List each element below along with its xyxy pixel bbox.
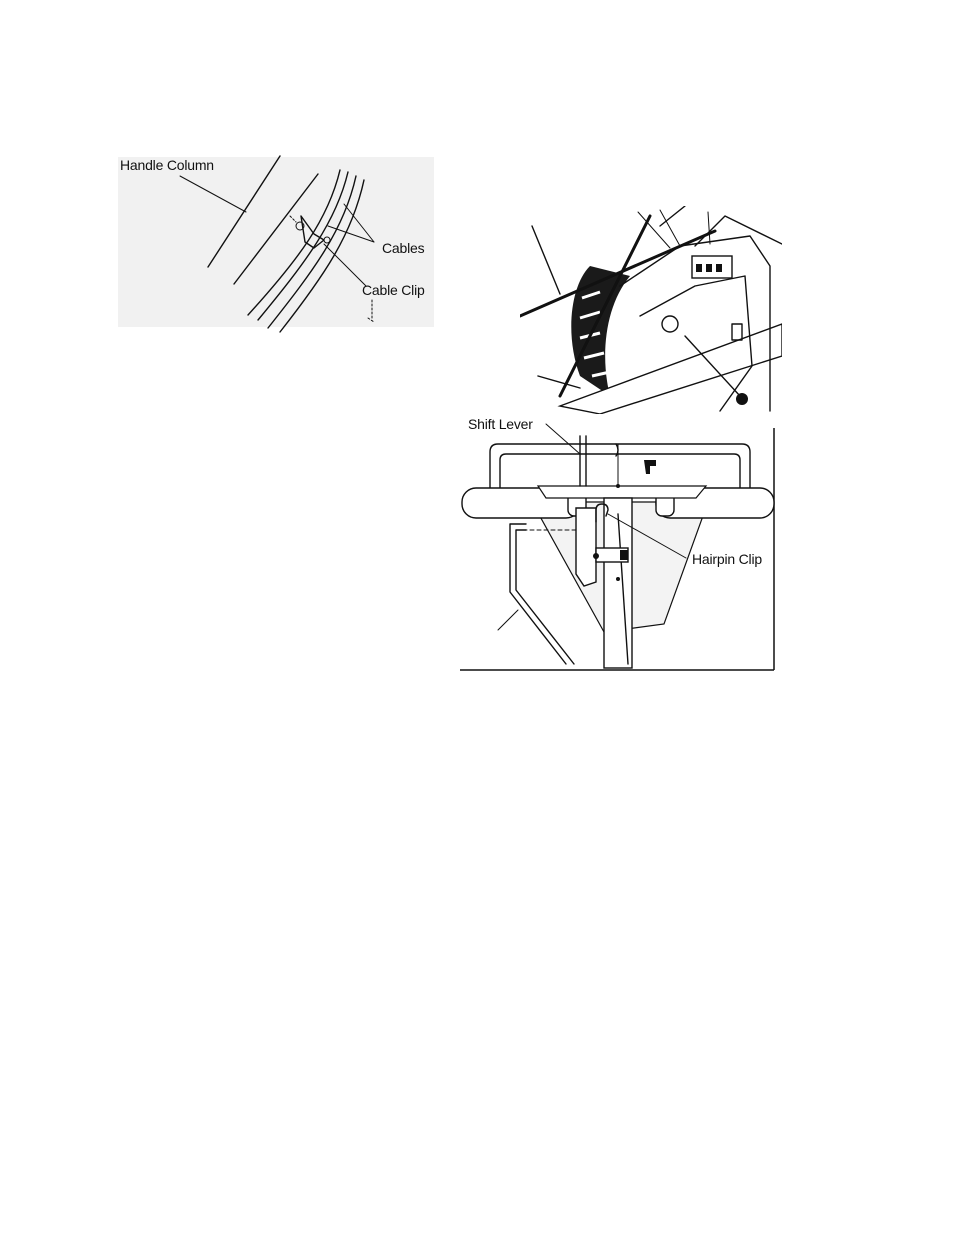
engine-illustration bbox=[520, 206, 782, 414]
leader-lower-left bbox=[538, 376, 580, 388]
center-cable-loop bbox=[616, 444, 618, 456]
handle-column-label: Handle Column bbox=[120, 157, 214, 173]
leader-side-lever bbox=[498, 610, 518, 630]
leader-top-3 bbox=[708, 212, 710, 244]
shift-lever-illustration bbox=[456, 414, 786, 676]
upper-handle-bar bbox=[520, 231, 715, 316]
fitting-circle bbox=[662, 316, 678, 332]
small-bracket bbox=[732, 324, 742, 340]
cable-clip-figure: Handle Column Cables Cable Clip bbox=[118, 150, 438, 340]
connector-terminals bbox=[696, 264, 722, 272]
engine-cable-routing-figure bbox=[520, 206, 782, 414]
cable-clip-label: Cable Clip bbox=[362, 282, 425, 298]
clamp-nut bbox=[593, 553, 599, 559]
cables-label: Cables bbox=[382, 240, 424, 256]
leader-top-left bbox=[532, 226, 560, 294]
shift-lever-label: Shift Lever bbox=[468, 416, 533, 432]
leader-shift-lever bbox=[546, 424, 580, 454]
lever-bracket bbox=[576, 508, 596, 586]
shift-lever-figure: Shift Lever Hairpin Clip bbox=[456, 414, 786, 676]
rod-ball-end bbox=[736, 393, 748, 405]
column-bolt bbox=[616, 577, 620, 581]
throttle-flag bbox=[644, 460, 656, 474]
hairpin-clip-label: Hairpin Clip bbox=[692, 551, 762, 567]
clamp-bolt bbox=[620, 550, 628, 560]
control-box-top bbox=[538, 486, 706, 498]
